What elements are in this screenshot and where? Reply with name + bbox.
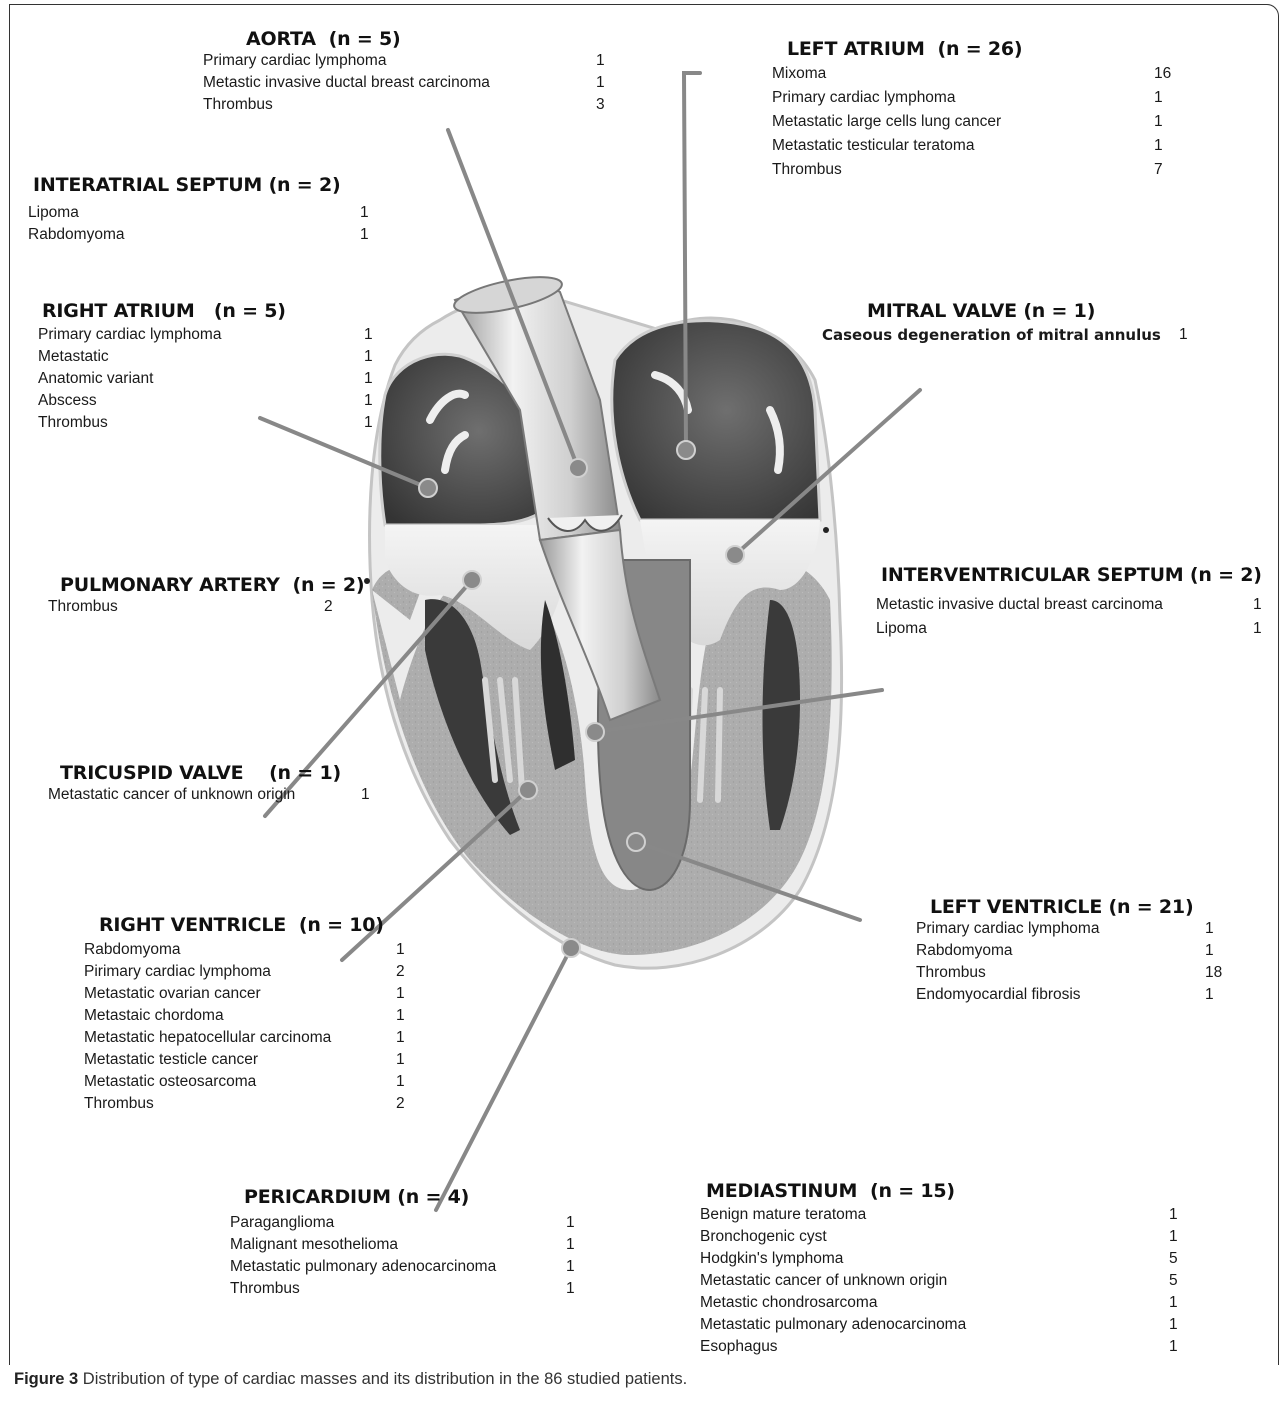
region-title: INTERVENTRICULAR SEPTUM (n = 2) (881, 564, 1276, 586)
list-item: Metastic invasive ductal breast carcinom… (876, 594, 1276, 618)
region-title: AORTA (n = 5) (246, 28, 623, 50)
region-title: TRICUSPID VALVE (n = 1) (60, 762, 388, 784)
figure-caption: Figure 3 Distribution of type of cardiac… (14, 1370, 687, 1389)
region-title: LEFT ATRIUM (n = 26) (787, 38, 1192, 60)
region-title: PULMONARY ARTERY (n = 2) (60, 574, 368, 596)
pericardium-pointer (436, 948, 571, 1210)
region-title: INTERATRIAL SEPTUM (n = 2) (33, 174, 388, 196)
region-title: RIGHT ATRIUM (n = 5) (42, 300, 398, 322)
region-title: LEFT VENTRICLE (n = 21) (930, 896, 1236, 918)
interventricular-septum-label-block: INTERVENTRICULAR SEPTUM (n = 2) Metastic… (876, 564, 1276, 642)
region-title: MITRAL VALVE (n = 1) (867, 300, 1222, 322)
list-item: Metastic invasive ductal breast carcinom… (203, 72, 623, 94)
region-title: RIGHT VENTRICLE (n = 10) (99, 914, 424, 936)
mitral-valve-label-block: MITRAL VALVE (n = 1) Caseous degeneratio… (822, 300, 1222, 346)
left-ventricle-label-block: LEFT VENTRICLE (n = 21) Primary cardiac … (916, 896, 1236, 1006)
left-atrium-chamber (612, 321, 820, 520)
tricuspid-valve-label-block: TRICUSPID VALVE (n = 1) Metastatic cance… (48, 762, 388, 806)
region-title: MEDIASTINUM (n = 15) (706, 1180, 1200, 1202)
caption-text: Distribution of type of cardiac masses a… (83, 1370, 687, 1388)
right-atrium-label-block: RIGHT ATRIUM (n = 5) Primary cardiac lym… (38, 300, 398, 434)
region-title: PERICARDIUM (n = 4) (244, 1186, 590, 1208)
mediastinum-label-block: MEDIASTINUM (n = 15) Benign mature terat… (700, 1180, 1200, 1358)
figure-label: Figure 3 (14, 1370, 78, 1388)
